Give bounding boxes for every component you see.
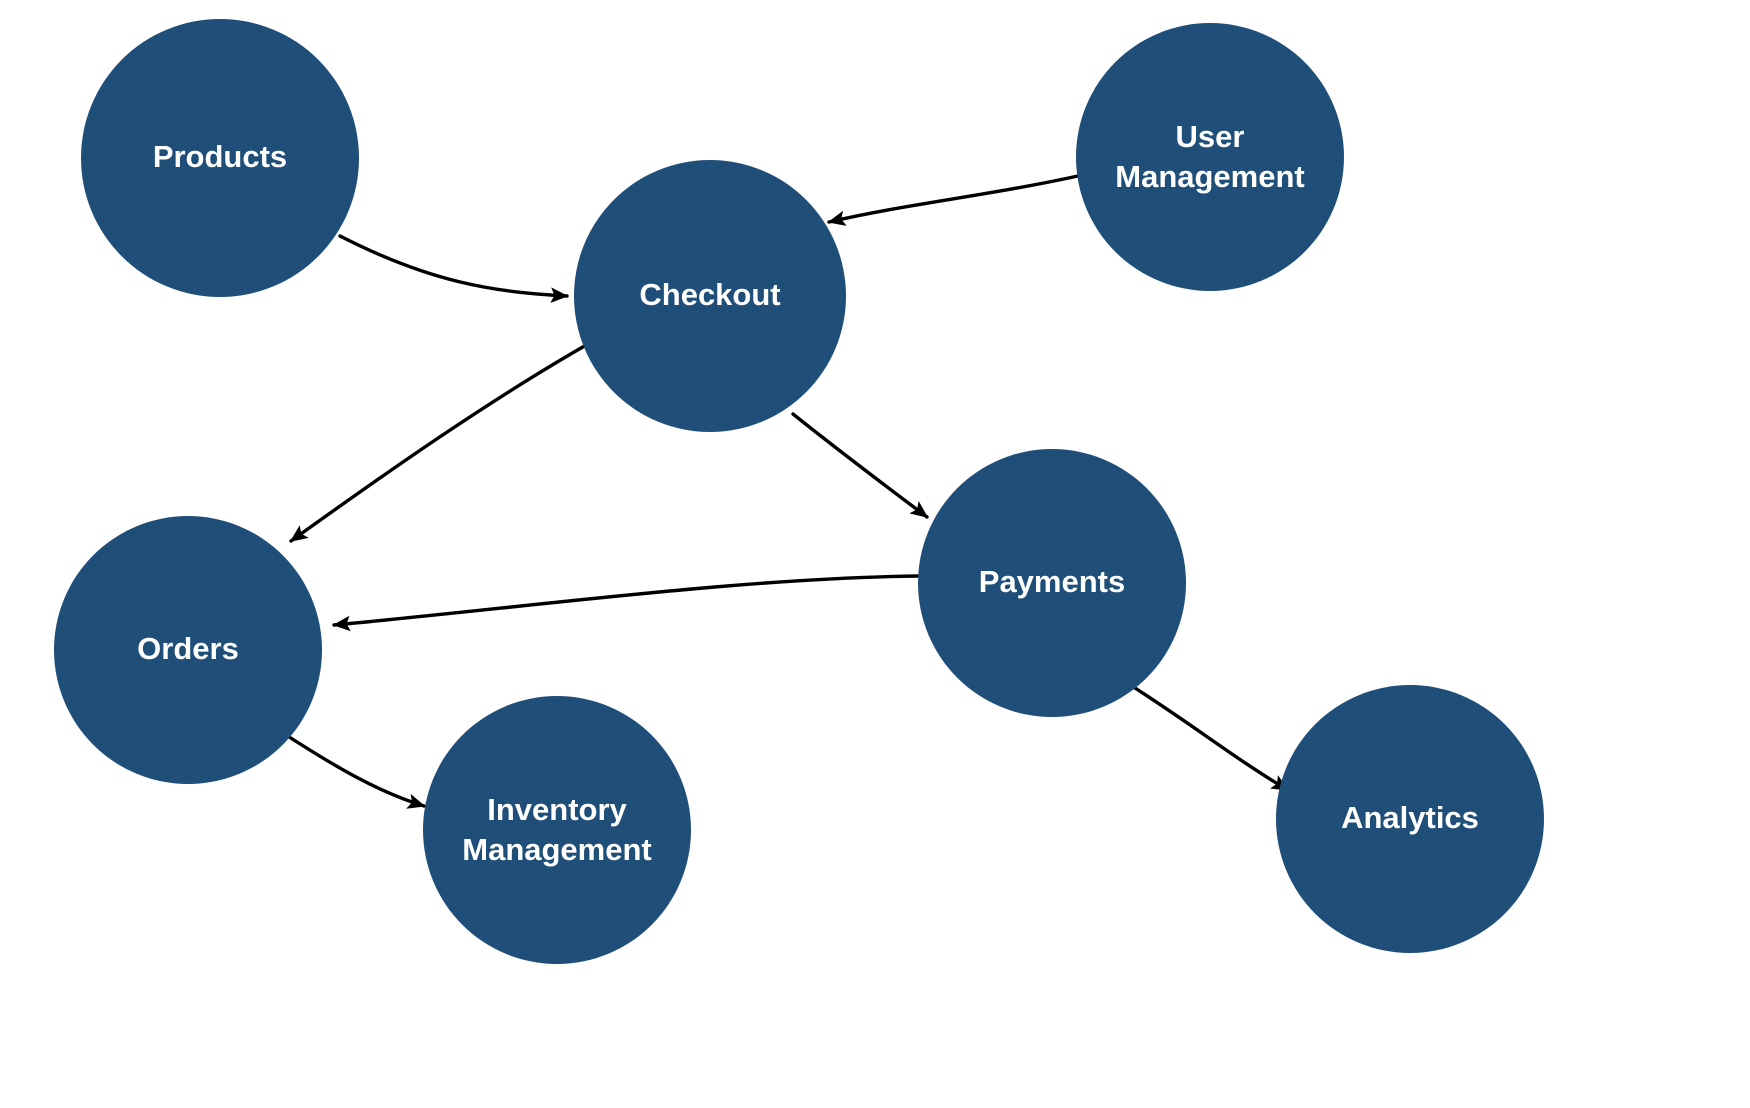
node-products-circle[interactable] [81, 19, 359, 297]
edge-checkout-to-payments[interactable] [791, 412, 929, 519]
node-products[interactable]: Products [81, 19, 359, 297]
node-analytics[interactable]: Analytics [1276, 685, 1544, 953]
node-layer: Products Checkout User Management Orders… [54, 19, 1544, 964]
node-inventory-management-circle[interactable] [423, 696, 691, 964]
node-payments-circle[interactable] [918, 449, 1186, 717]
edge-user-management-to-checkout[interactable] [827, 174, 1080, 226]
edge-layer [281, 174, 1290, 809]
edge-checkout-to-orders[interactable] [289, 342, 590, 543]
node-orders-circle[interactable] [54, 516, 322, 784]
edge-payments-to-analytics[interactable] [1133, 686, 1290, 792]
edge-payments-to-orders[interactable] [332, 574, 920, 632]
node-inventory-management[interactable]: Inventory Management [423, 696, 691, 964]
node-checkout-circle[interactable] [574, 160, 846, 432]
node-user-management-circle[interactable] [1076, 23, 1344, 291]
node-checkout[interactable]: Checkout [574, 160, 846, 432]
node-analytics-circle[interactable] [1276, 685, 1544, 953]
node-payments[interactable]: Payments [918, 449, 1186, 717]
edge-orders-to-inventory-management[interactable] [281, 731, 426, 809]
edge-products-to-checkout[interactable] [338, 234, 569, 303]
node-user-management[interactable]: User Management [1076, 23, 1344, 291]
node-orders[interactable]: Orders [54, 516, 322, 784]
